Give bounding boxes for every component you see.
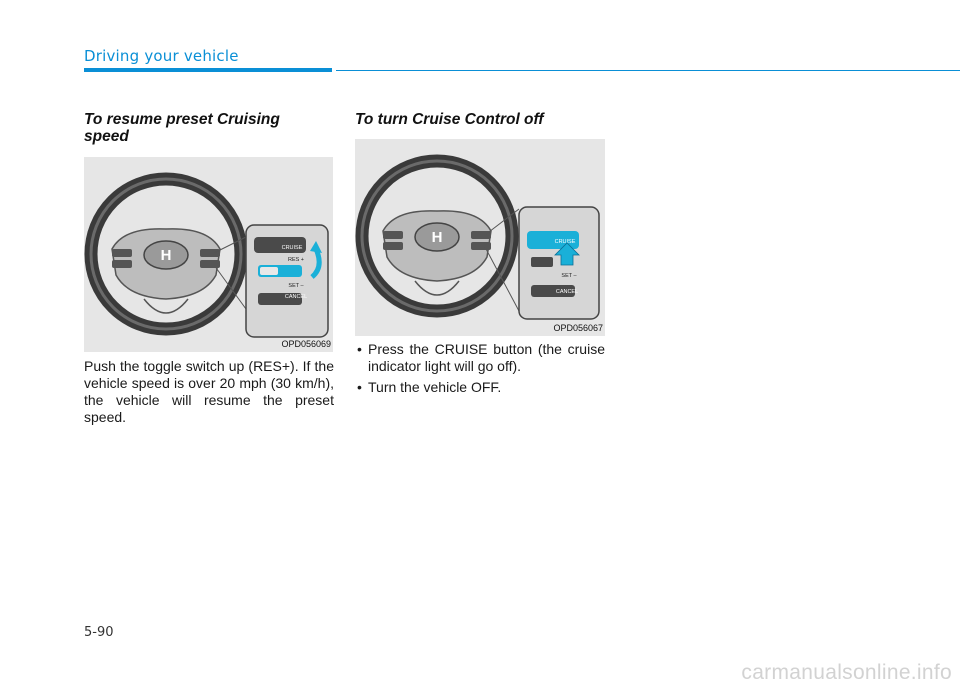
cancel-label: CANCEL [285,294,307,300]
set-label: SET – [288,283,304,289]
svg-text:H: H [161,247,172,264]
page-number: 5-90 [84,625,114,640]
header-rule-thin [336,70,960,71]
cruise-label: CRUISE [555,239,576,245]
set-label: SET – [561,273,577,279]
steering-wheel-illustration: H CRUISE SET – CANCEL [355,154,600,320]
cruise-off-heading: To turn Cruise Control off [355,111,544,128]
list-item: Turn the vehicle OFF. [355,379,605,396]
cruise-off-steps: Press the CRUISE button (the cruise indi… [355,341,605,400]
watermark: carmanualsonline.info [741,661,952,684]
svg-text:H: H [432,229,443,246]
resume-speed-body: Push the toggle switch up (RES+). If the… [84,358,334,425]
figure-code: OPD056069 [281,339,331,349]
resume-speed-heading: To resume preset Cruising speed [84,111,280,145]
cruise-label: CRUISE [282,245,303,251]
cruise-off-figure: H CRUISE SET – CANCEL OPD056067 [355,139,605,336]
section-title: Driving your vehicle [84,47,239,65]
res-label: RES + [288,257,304,263]
header-rule-thick [84,68,332,72]
figure-code: OPD056067 [553,323,603,333]
cancel-label: CANCEL [556,289,578,295]
resume-speed-figure: H CRUISE RES + SET – CANCEL OPD056069 [84,157,333,352]
steering-wheel-illustration: H CRUISE RES + SET – CANCEL [84,172,329,338]
list-item: Press the CRUISE button (the cruise indi… [355,341,605,375]
